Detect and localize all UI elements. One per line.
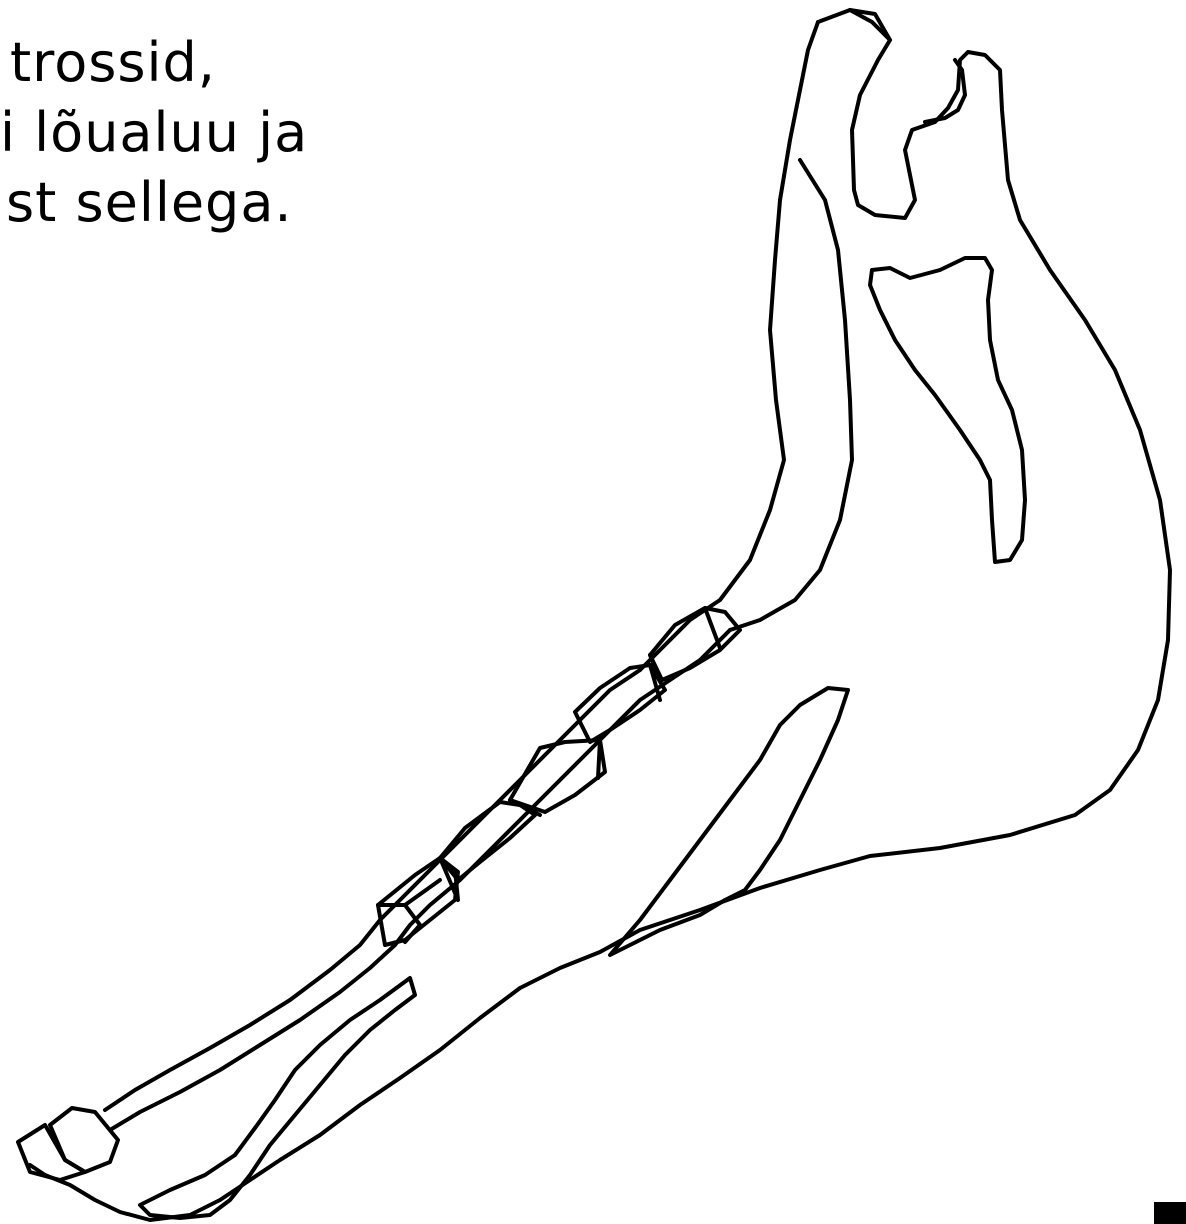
mandibular-foramen-outline [870, 258, 1025, 562]
tooth-incisor-2 [18, 1125, 85, 1180]
coronoid-process-outline [30, 10, 1170, 1220]
tooth-incisor-1 [50, 1108, 118, 1172]
ramus-front-line [730, 10, 890, 630]
alveolar-ridge-inner [105, 670, 640, 1110]
lower-ridge-outline [610, 688, 848, 955]
coronoid-inner-edge [640, 22, 818, 670]
corner-mark [1154, 1202, 1186, 1224]
